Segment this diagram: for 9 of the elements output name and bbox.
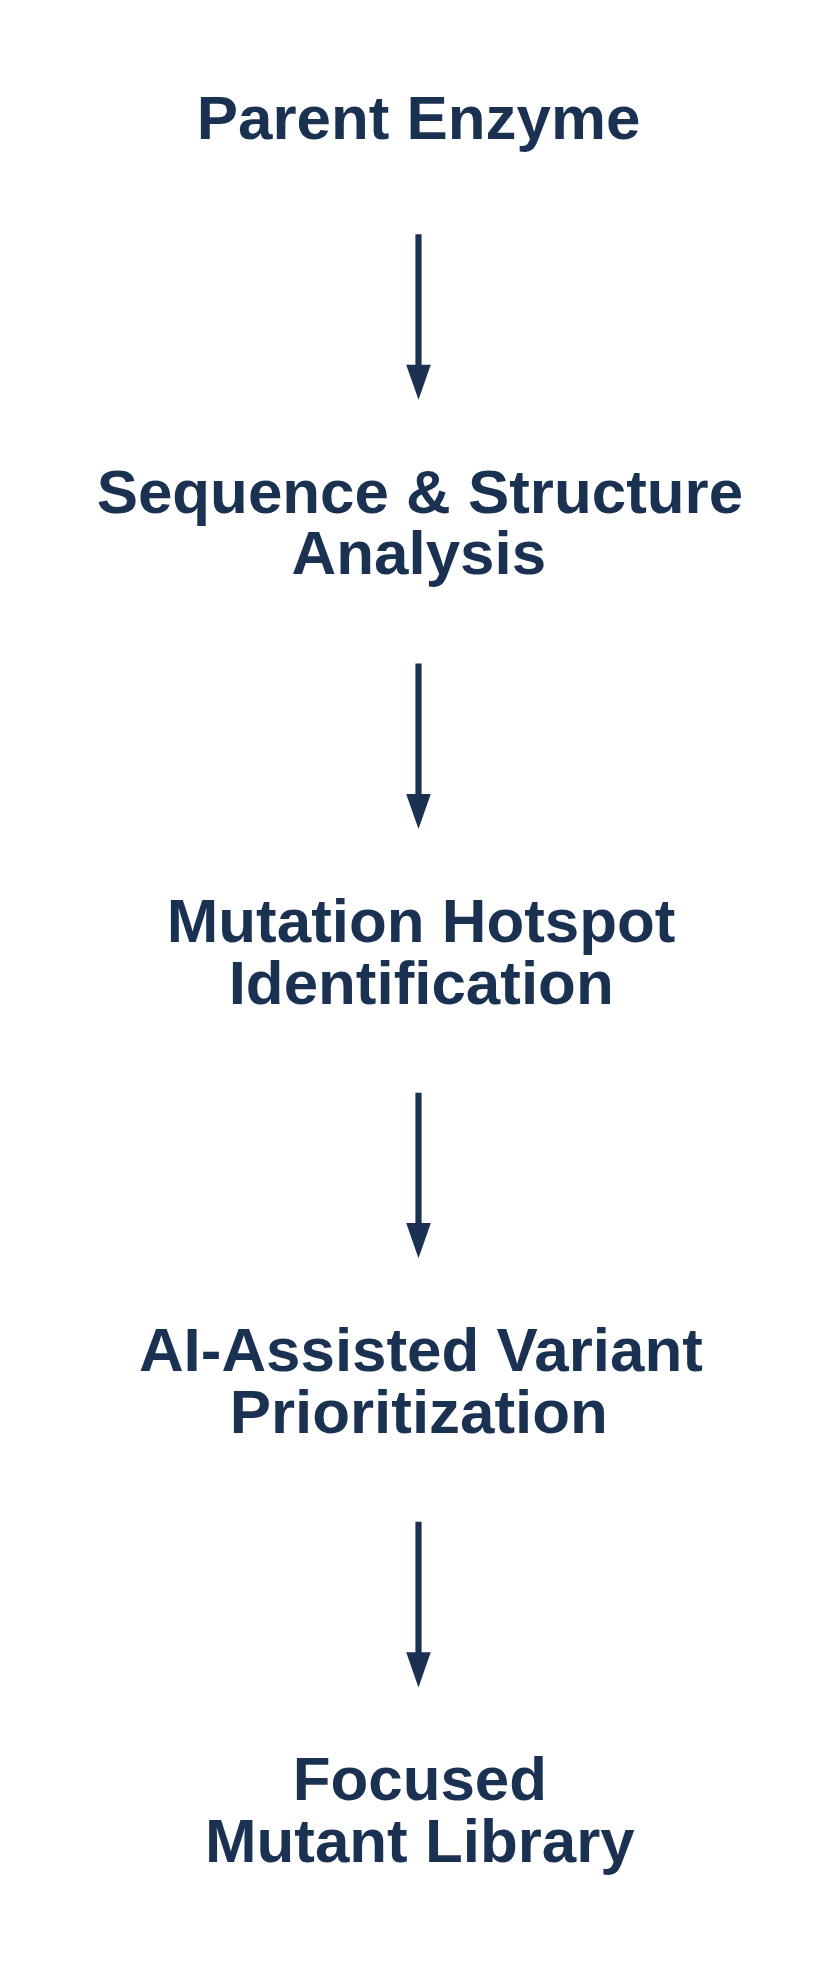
arrow [405, 663, 431, 830]
arrow [405, 1521, 431, 1688]
node-text: Mutation Hotspot Identification [166, 885, 675, 1017]
node-text: Parent Enzyme [196, 83, 640, 153]
node-text: Sequence & Structure Analysis [96, 456, 743, 588]
arrow [405, 234, 431, 400]
node-text: Focused Mutant Library [204, 1743, 635, 1875]
node-text: AI-Assisted Variant Prioritization [138, 1314, 703, 1446]
arrow [405, 1092, 431, 1259]
